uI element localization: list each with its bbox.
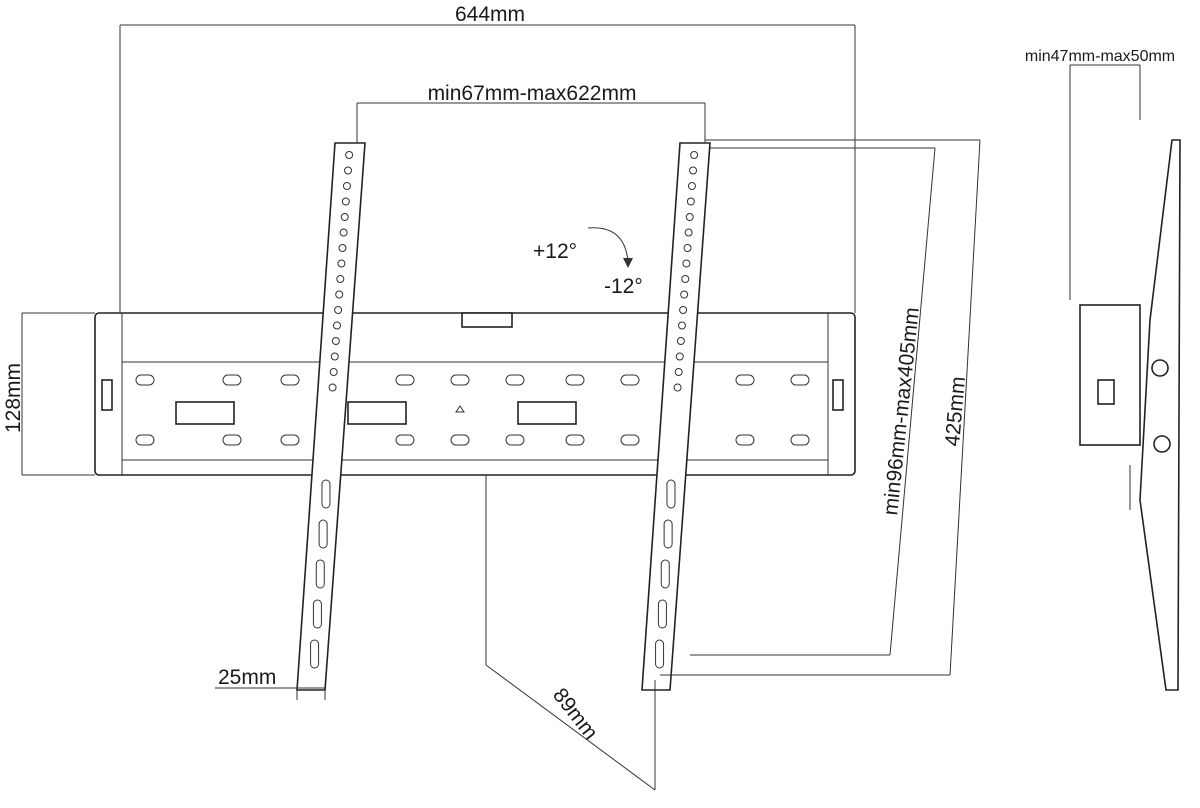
plate-slot xyxy=(620,374,640,386)
arm-hole xyxy=(683,244,692,252)
arm-slot xyxy=(318,519,328,549)
plate-slot xyxy=(222,374,242,386)
plate-slot xyxy=(395,434,415,446)
arm-hole xyxy=(340,213,349,221)
arm-length-label: 425mm xyxy=(941,376,970,448)
arm-hole xyxy=(339,228,348,237)
dimension-lines xyxy=(21,24,1141,791)
arm-hole xyxy=(673,383,682,392)
arm-hole xyxy=(684,228,693,237)
plate-slot xyxy=(790,374,810,386)
arm-hole xyxy=(686,197,695,206)
plate-slot xyxy=(280,374,300,386)
plate-slot xyxy=(505,434,525,446)
arm-slot xyxy=(660,559,670,589)
plate-slot xyxy=(565,434,585,446)
arm-hole xyxy=(690,151,699,159)
arm-hole xyxy=(342,182,351,190)
vesa-horizontal-label: min67mm-max622mm xyxy=(428,82,637,105)
arm-hole xyxy=(341,197,350,206)
arm-hole xyxy=(687,182,696,190)
plate-slot xyxy=(505,374,525,386)
arm-hole xyxy=(681,275,690,283)
arm-hole xyxy=(675,352,684,361)
arm-slot xyxy=(321,479,331,509)
plate-slot xyxy=(450,374,470,386)
plate-slot xyxy=(135,374,155,386)
arm-hole xyxy=(680,290,689,299)
arm-slot xyxy=(310,639,320,669)
plate-slot xyxy=(790,434,810,446)
arm-slot xyxy=(666,479,676,509)
arm-hole xyxy=(677,321,686,330)
arm-slot xyxy=(312,599,322,629)
arm-hole xyxy=(344,166,353,175)
wall-distance-label: 89mm xyxy=(548,684,602,744)
arm-hole xyxy=(332,321,341,330)
arm-hole xyxy=(335,290,344,299)
arm-hole xyxy=(679,306,688,314)
arm-hole xyxy=(329,368,338,376)
arm-hole xyxy=(330,352,339,361)
tilt-arrow-icon xyxy=(587,227,629,263)
vesa-vertical-label: min96mm-max405mm xyxy=(879,306,924,516)
tilt-up-label: +12° xyxy=(533,240,577,263)
plate-slot xyxy=(280,434,300,446)
plate-slot xyxy=(222,434,242,446)
arm-hole xyxy=(331,337,340,345)
arm-slot xyxy=(663,519,673,549)
arm-hole xyxy=(334,306,343,314)
arm-hole xyxy=(338,244,347,252)
arm-width-label: 25mm xyxy=(218,666,276,689)
arm-hole xyxy=(674,368,683,376)
plate-slot xyxy=(450,434,470,446)
plate-slot xyxy=(395,374,415,386)
arm-hole xyxy=(328,383,337,392)
plate-slot xyxy=(735,434,755,446)
total-width-label: 644mm xyxy=(455,3,525,26)
plate-height-label: 128mm xyxy=(2,363,25,433)
plate-slot xyxy=(135,434,155,446)
side-depth-label: min47mm-max50mm xyxy=(1025,48,1175,65)
arm-hole xyxy=(685,213,694,221)
arm-hole xyxy=(336,275,345,283)
wall-plate xyxy=(94,312,856,476)
side-view xyxy=(1079,139,1181,691)
plate-slot xyxy=(620,434,640,446)
arm-hole xyxy=(337,259,346,268)
arm-slot xyxy=(657,599,667,629)
plate-slot xyxy=(565,374,585,386)
arm-hole xyxy=(676,337,685,345)
right-arm xyxy=(641,142,711,691)
arm-hole xyxy=(689,166,698,175)
arm-slot xyxy=(315,559,325,589)
arm-hole xyxy=(345,151,354,159)
arm-slot xyxy=(655,639,665,669)
tilt-down-label: -12° xyxy=(604,275,643,298)
arm-hole xyxy=(682,259,691,268)
plate-slot xyxy=(735,374,755,386)
